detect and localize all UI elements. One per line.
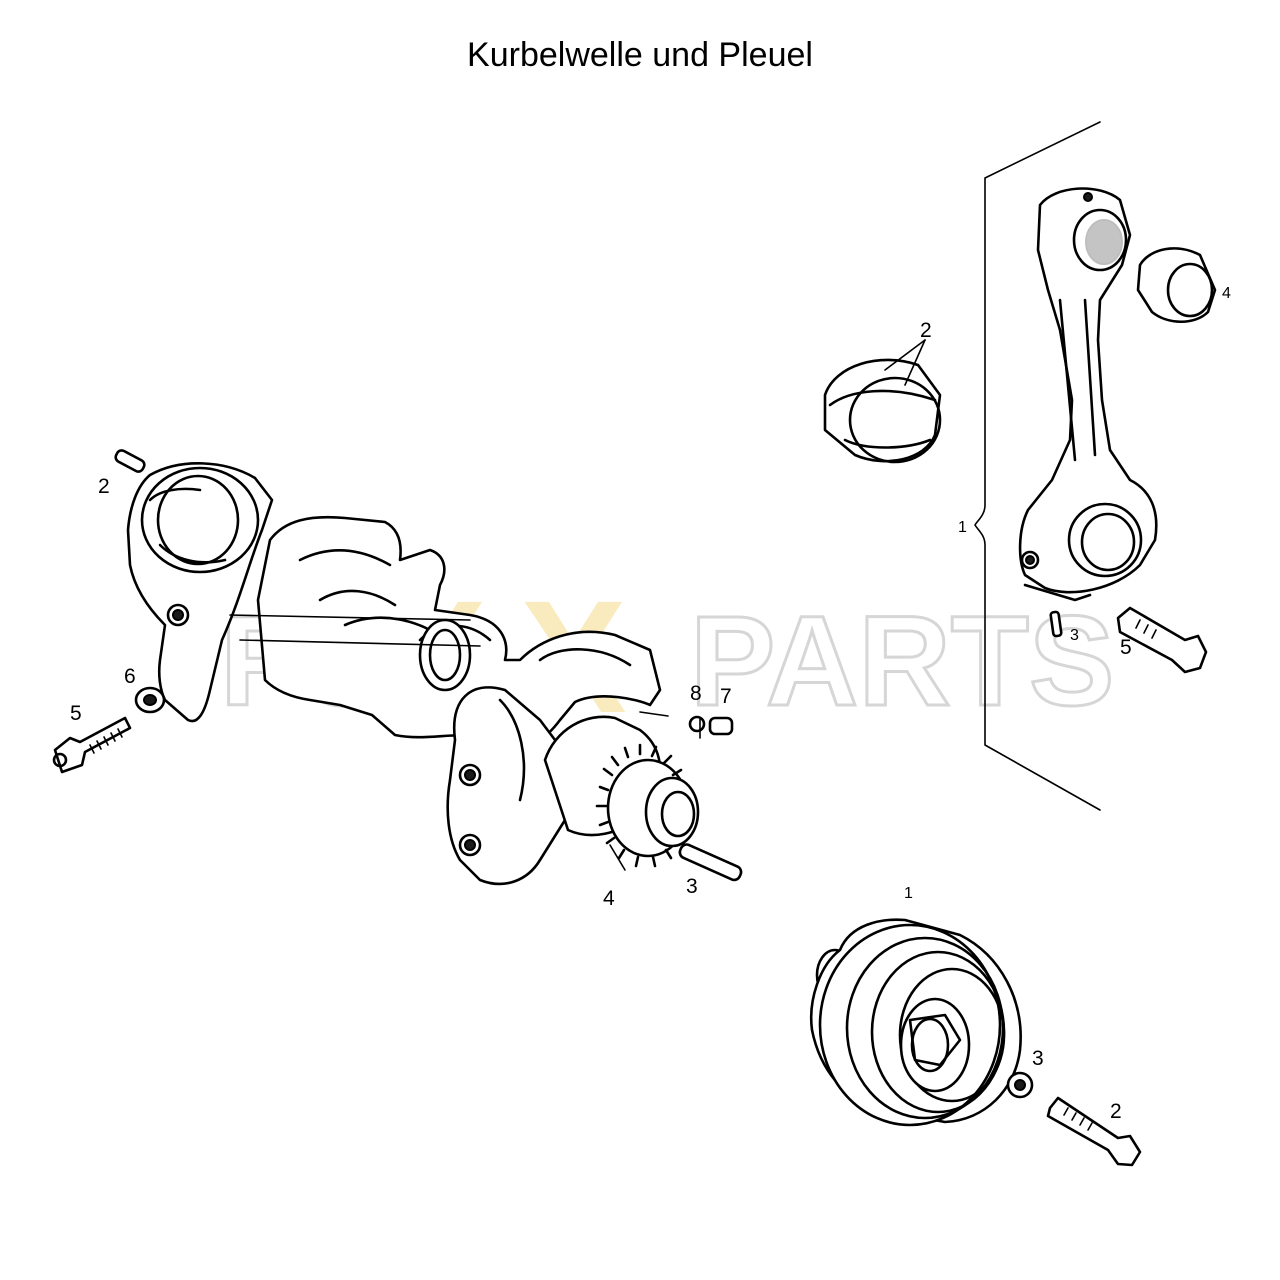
page-title: Kurbelwelle und Pleuel xyxy=(467,36,813,74)
label-pin: 2 xyxy=(98,475,110,498)
crankshaft-leaders xyxy=(609,717,701,871)
label-conrod-bolt: 5 xyxy=(1120,636,1132,659)
pulley-washer xyxy=(1006,1071,1034,1099)
crankshaft-group: 2 5 6 8 7 4 3 xyxy=(52,449,743,910)
bearing-shells xyxy=(823,339,942,464)
watermark-right: PARTS xyxy=(690,590,1114,733)
pin-part xyxy=(114,449,146,473)
crankshaft-snout xyxy=(543,715,700,868)
assembly-bracket xyxy=(974,121,1101,811)
label-washer: 6 xyxy=(124,665,136,688)
conrod-body xyxy=(1018,187,1158,602)
label-conrod-assembly: 1 xyxy=(958,519,967,536)
conrod-group: 1 2 3 4 5 xyxy=(823,121,1231,811)
label-bushing: 4 xyxy=(1222,285,1231,302)
conrod-bolt xyxy=(1116,606,1208,674)
small-bolt xyxy=(1049,610,1063,638)
label-gear: 4 xyxy=(603,887,615,910)
crankshaft-rear-web xyxy=(126,462,274,723)
dowel-pin xyxy=(678,843,743,882)
sleeve-7 xyxy=(708,716,734,736)
pulley-bolt xyxy=(1046,1096,1142,1167)
label-sleeve: 7 xyxy=(720,685,732,708)
label-pulley: 1 xyxy=(904,885,913,902)
crankshaft-front-web xyxy=(446,686,578,886)
ring-8 xyxy=(688,715,706,733)
label-ring: 8 xyxy=(690,682,702,705)
label-bearing-shells: 2 xyxy=(920,319,932,342)
label-small-bolt: 3 xyxy=(1070,627,1079,644)
label-pulley-bolt: 2 xyxy=(1110,1100,1122,1123)
pulley-group: 1 3 2 xyxy=(809,885,1142,1167)
label-dowel-pin: 3 xyxy=(686,875,698,898)
left-bolt-and-washer xyxy=(52,686,166,774)
label-pulley-washer: 3 xyxy=(1032,1047,1044,1070)
bushing xyxy=(1136,247,1217,323)
label-left-bolt: 5 xyxy=(70,702,82,725)
pulley xyxy=(809,918,1022,1127)
crankshaft-body xyxy=(229,515,662,750)
